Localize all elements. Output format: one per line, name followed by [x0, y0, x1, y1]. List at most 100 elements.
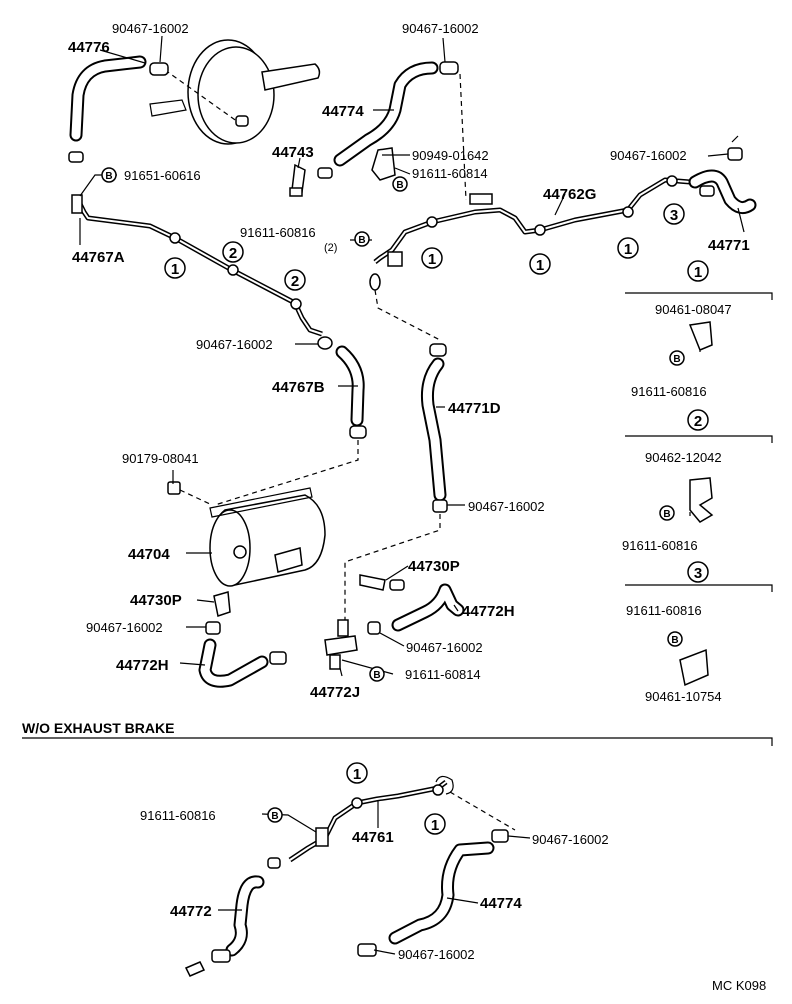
brake-booster [149, 39, 321, 145]
callout-2: 2 [222, 241, 244, 263]
legend-clamp-1: 90461-08047 [655, 302, 732, 317]
hose-44767B [214, 345, 367, 506]
bolt-symbol: B [392, 176, 408, 192]
svg-text:B: B [396, 180, 403, 191]
svg-text:2: 2 [694, 413, 702, 430]
svg-text:B: B [105, 171, 112, 182]
part-number: 44776 [68, 39, 110, 56]
svg-text:B: B [271, 811, 278, 822]
svg-text:1: 1 [171, 261, 179, 278]
svg-text:1: 1 [694, 264, 702, 281]
legend-clamp-2: 90462-12042 [645, 450, 722, 465]
legend-bolt-1: 91611-60816 [631, 384, 707, 399]
callout-1: 1 [421, 247, 443, 269]
svg-text:1: 1 [353, 766, 361, 783]
part-number: 90467-16002 [610, 148, 687, 163]
part-number: 44767B [272, 379, 325, 396]
pipe-44762G [369, 175, 691, 341]
svg-text:B: B [663, 509, 670, 520]
part-quantity: (2) [324, 242, 337, 254]
figure-code: MC K098 [712, 978, 766, 993]
part-number: 91651-60616 [124, 168, 201, 183]
part-number: 90467-16002 [402, 21, 479, 36]
part-number: 90467-16002 [468, 499, 545, 514]
part-number: 44743 [272, 144, 314, 161]
legend-callout-1: 1 [687, 260, 709, 282]
callout-1: 1 [617, 237, 639, 259]
part-number: 91611-60814 [412, 166, 488, 181]
callout-1: 1 [529, 253, 551, 275]
svg-text:1: 1 [428, 251, 436, 268]
hose-44771D [344, 343, 448, 625]
hose-44774 [333, 61, 467, 201]
leader-lines [79, 35, 745, 955]
hose-44772 [184, 857, 281, 977]
hose-44772H-right [367, 583, 465, 635]
part-number: 44772H [462, 603, 515, 620]
bolt-symbol: B [267, 807, 283, 823]
legend-clamp-3: 90461-10754 [645, 689, 722, 704]
part-number: 44767A [72, 249, 125, 266]
hose-44776 [68, 55, 169, 163]
svg-text:B: B [358, 235, 365, 246]
svg-text:1: 1 [431, 817, 439, 834]
bolt-symbol: B [669, 350, 685, 366]
callout-1: 1 [346, 762, 368, 784]
part-number: 91611-60816 [140, 808, 216, 823]
union-44772J [324, 619, 358, 670]
part-number: 90949-01642 [412, 148, 489, 163]
svg-text:B: B [673, 354, 680, 365]
bolt-symbol: B [101, 167, 117, 183]
hose-44772H-left [198, 638, 287, 688]
part-number: 44774 [480, 895, 522, 912]
check-valve-44730P-left [205, 591, 231, 635]
part-number: 44771D [448, 400, 501, 417]
check-valve-44743 [289, 163, 333, 197]
legend-callout-3: 3 [687, 561, 709, 583]
check-valve-44730P-right [359, 574, 405, 591]
part-number: 44730P [408, 558, 460, 575]
svg-text:B: B [373, 670, 380, 681]
part-number: 90467-16002 [532, 832, 609, 847]
part-number: 90467-16002 [398, 947, 475, 962]
legend-bolt-2: 91611-60816 [622, 538, 698, 553]
svg-text:1: 1 [536, 257, 544, 274]
hose-44771 [688, 135, 757, 215]
bolt-symbol: B [354, 231, 370, 247]
part-number: 90467-16002 [196, 337, 273, 352]
section-rule [22, 737, 773, 746]
part-number: 44762G [543, 186, 596, 203]
section-title: W/O EXHAUST BRAKE [22, 720, 174, 736]
bolt-symbol: B [667, 631, 683, 647]
part-number: 44772J [310, 684, 360, 701]
part-number: 44772 [170, 903, 212, 920]
part-number: 90467-16002 [112, 21, 189, 36]
part-number: 90179-08041 [122, 451, 199, 466]
part-number: 44772H [116, 657, 169, 674]
callout-1: 1 [424, 813, 446, 835]
legend-panel [625, 292, 773, 687]
callout-3: 3 [663, 203, 685, 225]
part-number: 44771 [708, 237, 750, 254]
part-number: 91611-60814 [405, 667, 481, 682]
part-labels: 90467-16002 44776 91651-60616 44767A 904… [22, 21, 766, 993]
part-number: 44730P [130, 592, 182, 609]
bracket-90949 [371, 147, 396, 181]
part-number: 44704 [128, 546, 170, 563]
legend-bolt-3: 91611-60816 [626, 603, 702, 618]
bolt-symbols: B B B B B B B B [101, 167, 685, 823]
part-number: 90467-16002 [86, 620, 163, 635]
svg-text:1: 1 [624, 241, 632, 258]
svg-text:2: 2 [291, 273, 299, 290]
part-number: 90467-16002 [406, 640, 483, 655]
svg-text:3: 3 [694, 565, 702, 582]
svg-text:B: B [671, 635, 678, 646]
callout-2: 2 [284, 269, 306, 291]
pipe-44767A [71, 194, 333, 350]
part-number: 91611-60816 [240, 225, 316, 240]
svg-text:2: 2 [229, 245, 237, 262]
callout-circles: 1 2 2 1 1 1 3 1 2 3 1 1 [164, 203, 709, 835]
vacuum-tank-44704 [167, 481, 326, 587]
bolt-symbol: B [369, 666, 385, 682]
